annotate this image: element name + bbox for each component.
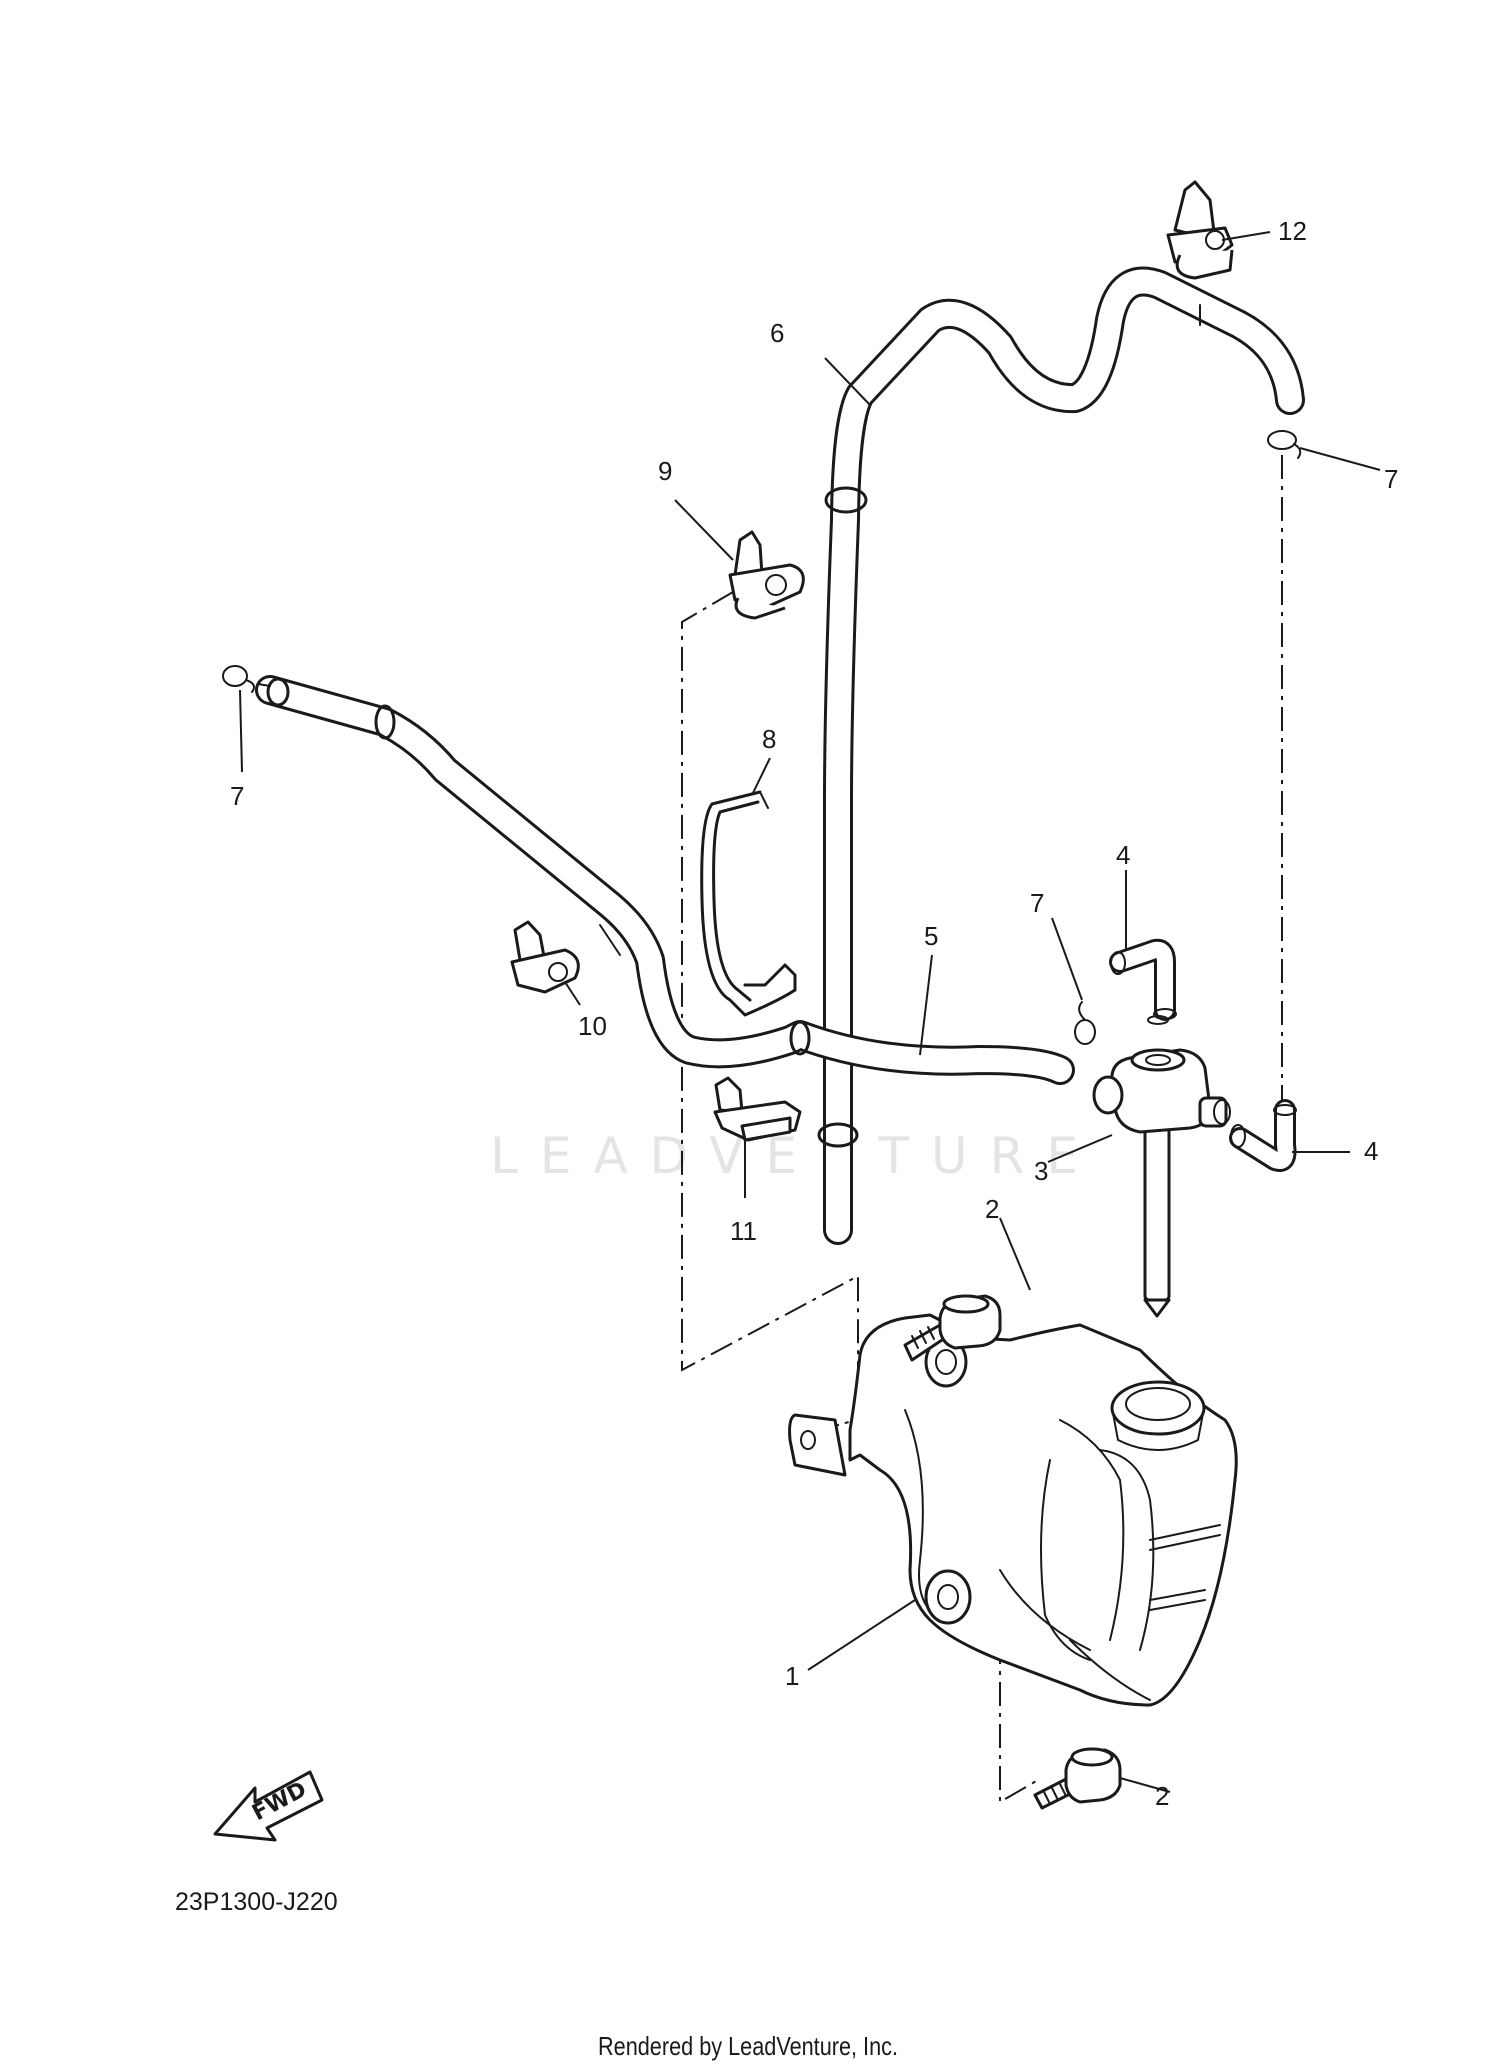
callout-4-right: 4 xyxy=(1364,1136,1378,1166)
bolt-2-upper xyxy=(903,1294,1002,1362)
callout-12: 12 xyxy=(1278,216,1307,246)
callout-7-middle: 7 xyxy=(1030,888,1044,918)
callout-7-top-right: 7 xyxy=(1384,464,1398,494)
callout-2-upper: 2 xyxy=(985,1194,999,1224)
callout-6: 6 xyxy=(770,318,784,348)
valve-3 xyxy=(1092,1015,1231,1318)
clamp-11 xyxy=(713,1076,802,1142)
watermark: LEADVENTURE xyxy=(490,1127,1100,1185)
callout-7-left: 7 xyxy=(230,781,244,811)
callout-8: 8 xyxy=(762,724,776,754)
rendered-by-footer: Rendered by LeadVenture, Inc. xyxy=(598,2031,898,2061)
clip-7-middle xyxy=(1074,1001,1096,1045)
clip-7-left xyxy=(222,665,271,693)
clip-7-top-right xyxy=(1267,430,1302,459)
callout-4-upper: 4 xyxy=(1116,840,1130,870)
bolt-2-lower xyxy=(1033,1747,1122,1810)
clamp-12 xyxy=(1166,180,1234,280)
fwd-arrow-icon: FWD xyxy=(213,1770,324,1842)
callout-10: 10 xyxy=(578,1011,607,1041)
leader-lines xyxy=(239,231,1381,1793)
fitting-4-upper xyxy=(1109,938,1177,1021)
callout-11: 11 xyxy=(730,1216,757,1246)
fitting-4-right xyxy=(1229,1099,1297,1172)
callout-1: 1 xyxy=(785,1661,799,1691)
callout-3: 3 xyxy=(1034,1156,1048,1186)
clamp-9 xyxy=(728,530,805,620)
callout-9: 9 xyxy=(658,456,672,486)
diagram-code: 23P1300-J220 xyxy=(175,1888,338,1916)
tank-1 xyxy=(788,1313,1238,1707)
callout-5: 5 xyxy=(924,921,938,951)
hose-5 xyxy=(255,675,1075,1085)
callout-2-lower: 2 xyxy=(1155,1781,1169,1811)
callouts: 12 6 7 9 7 8 4 7 5 10 3 4 11 2 1 2 xyxy=(230,216,1398,1811)
band-8 xyxy=(700,790,797,1017)
clamp-10 xyxy=(510,920,580,994)
hose-6 xyxy=(817,266,1305,1245)
